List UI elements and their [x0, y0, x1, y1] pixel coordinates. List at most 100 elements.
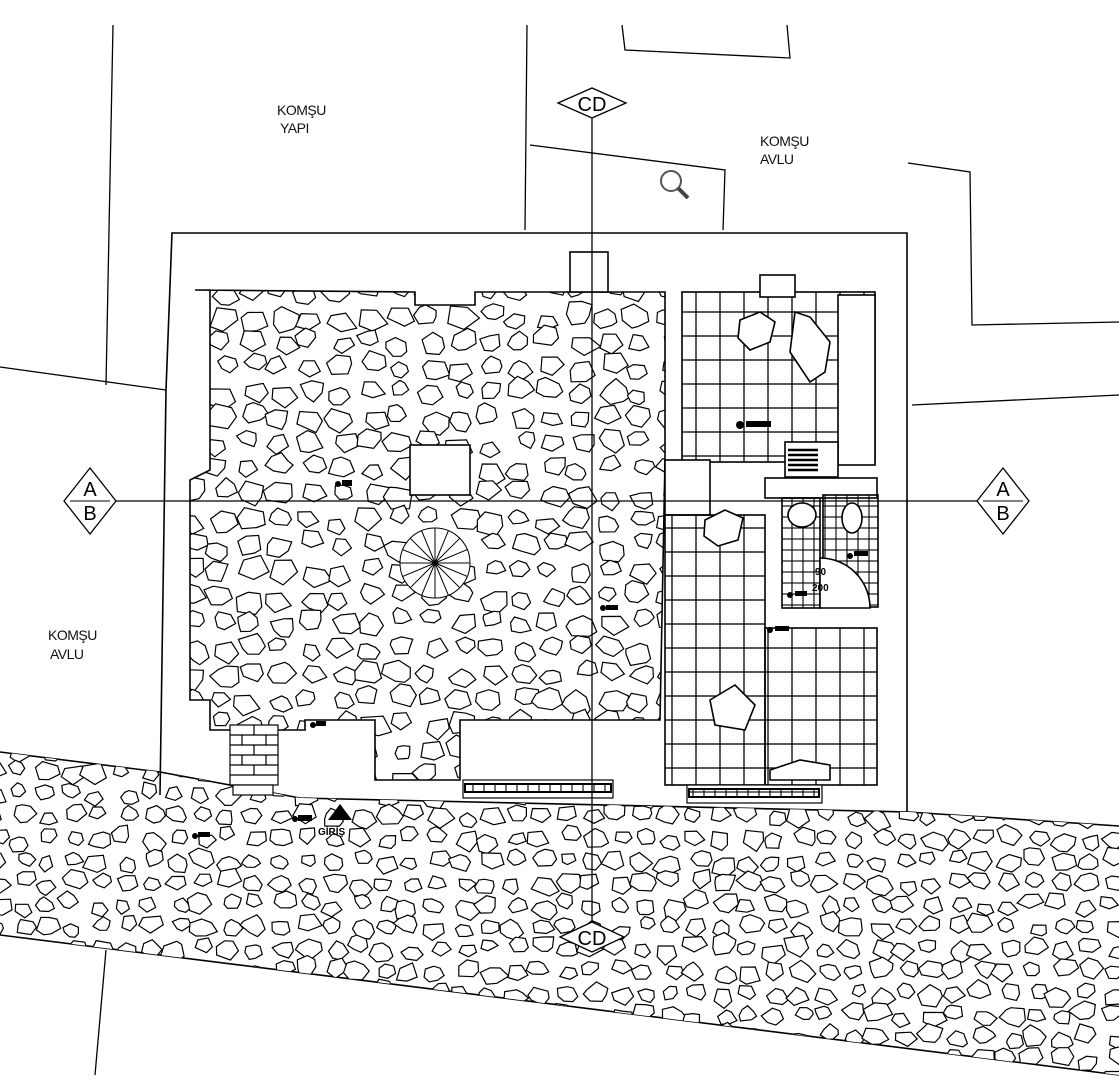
stone: [326, 592, 348, 612]
stone: [659, 834, 681, 851]
stone: [57, 1051, 77, 1068]
stone: [567, 486, 598, 510]
stone: [742, 829, 765, 853]
stone: [36, 1051, 53, 1069]
stone: [761, 944, 787, 966]
stone: [0, 986, 4, 1006]
stone: [479, 333, 501, 352]
stone: [190, 557, 205, 579]
stone: [976, 903, 995, 917]
stone: [764, 832, 783, 849]
stone: [0, 940, 9, 960]
stone: [809, 874, 839, 894]
stone: [296, 954, 317, 976]
stone: [972, 829, 995, 845]
stone: [239, 663, 264, 683]
stone: [335, 745, 362, 767]
stone: [572, 434, 595, 453]
stone: [171, 829, 189, 845]
stone: [190, 328, 195, 348]
stone: [378, 834, 397, 850]
stone: [793, 826, 816, 847]
marker-cd-top[interactable]: CD: [556, 87, 628, 119]
stone: [530, 876, 560, 897]
stone: [12, 987, 32, 1002]
stone: [599, 333, 624, 355]
stone: [115, 899, 131, 916]
stone: [949, 914, 972, 934]
stone: [1100, 1004, 1119, 1021]
radial-floor-ornament: [399, 527, 471, 599]
stone: [295, 689, 316, 707]
stone: [323, 765, 351, 786]
stone: [620, 303, 650, 329]
stone: [189, 963, 209, 981]
stone: [816, 943, 835, 958]
stone: [633, 459, 656, 476]
stone: [624, 579, 650, 604]
stone: [447, 363, 474, 383]
stone: [385, 336, 408, 357]
marker-ab-left[interactable]: A B: [63, 466, 117, 536]
stone: [61, 958, 88, 979]
stone: [8, 836, 29, 853]
stone: [348, 827, 372, 848]
stone: [532, 848, 558, 867]
label-line: KOMŞU: [48, 627, 97, 643]
stone: [325, 637, 355, 659]
stone: [1018, 752, 1047, 758]
stone: [190, 739, 208, 758]
stone: [601, 615, 630, 637]
stone: [481, 1007, 502, 1024]
magnifier-icon[interactable]: [660, 170, 690, 200]
stone: [67, 988, 92, 1006]
stone: [843, 789, 869, 806]
stone: [190, 669, 205, 692]
marker-ab-right[interactable]: A B: [976, 466, 1030, 536]
stone: [507, 509, 530, 525]
stone: [582, 981, 609, 1003]
stone: [480, 355, 503, 375]
stone: [540, 485, 571, 508]
ornament-spoke: [409, 537, 436, 564]
stone: [483, 665, 509, 686]
stone: [322, 873, 349, 894]
stone: [1104, 965, 1119, 980]
stone: [994, 1047, 1017, 1067]
stone: [214, 641, 240, 665]
stone: [142, 831, 167, 853]
stone: [1101, 762, 1119, 786]
stone: [814, 987, 839, 1006]
stone: [866, 857, 886, 873]
stone: [526, 1005, 547, 1025]
stone: [289, 1003, 319, 1025]
stone: [509, 616, 532, 634]
stone: [1016, 893, 1045, 910]
stone: [965, 943, 992, 961]
stone: [1075, 919, 1094, 934]
stone: [242, 401, 270, 424]
marker-cd-bottom[interactable]: CD: [558, 921, 626, 953]
stone: [447, 1068, 475, 1075]
stone: [416, 384, 444, 406]
stone: [711, 1047, 731, 1063]
stone: [918, 915, 941, 932]
stone: [244, 1047, 269, 1069]
stone: [270, 810, 294, 825]
stone: [294, 327, 317, 348]
stone: [865, 874, 894, 897]
stone: [966, 872, 991, 890]
stone: [790, 870, 811, 887]
stone: [819, 1023, 839, 1041]
stone: [190, 431, 212, 454]
stone: [1051, 872, 1072, 892]
ornament-spoke: [421, 562, 436, 596]
stone: [0, 847, 7, 869]
stone: [204, 560, 229, 583]
stone: [923, 896, 944, 915]
stone: [81, 854, 107, 874]
stone: [594, 635, 625, 658]
stone: [861, 1027, 890, 1045]
stone: [759, 856, 780, 873]
